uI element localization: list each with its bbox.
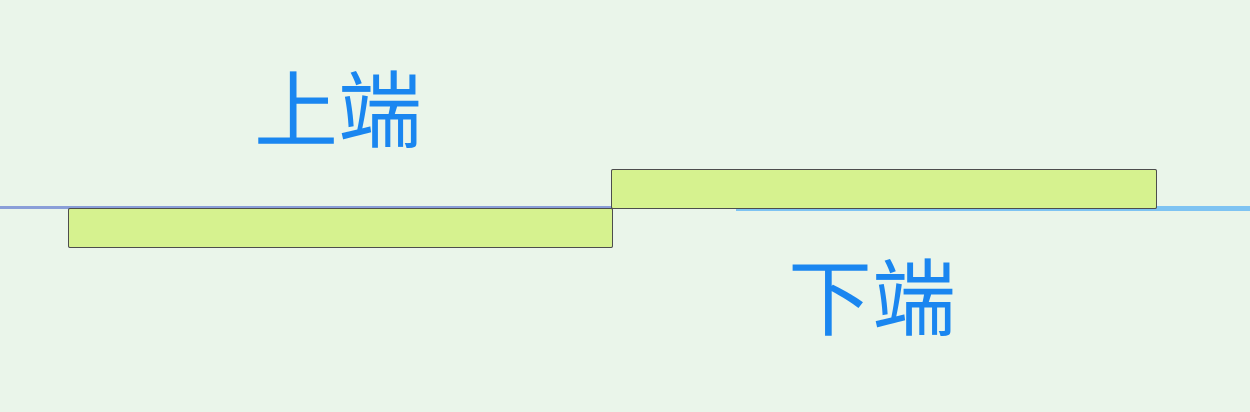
top-label: 上端 [254, 63, 423, 161]
left-horizontal-line [0, 206, 740, 209]
right-rectangle [611, 169, 1157, 209]
left-rectangle [68, 208, 613, 248]
bottom-label: 下端 [788, 251, 957, 349]
